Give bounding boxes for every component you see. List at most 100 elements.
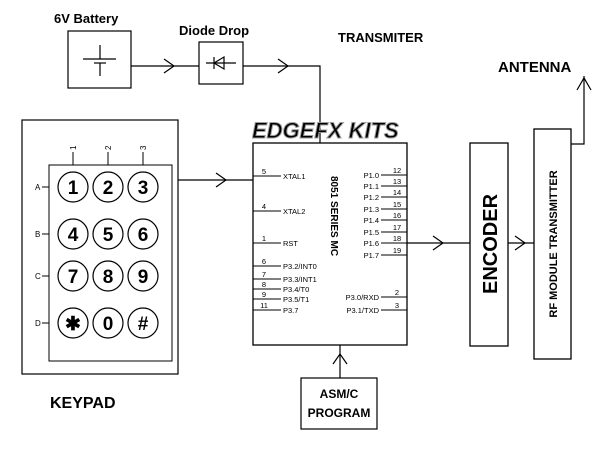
- keypad-key[interactable]: [57, 260, 89, 292]
- keypad-row-label: C: [35, 272, 41, 281]
- keypad-key[interactable]: [127, 260, 159, 292]
- program-box: [300, 377, 378, 430]
- keypad-key[interactable]: [92, 218, 124, 250]
- mc-pin-number: 3: [395, 301, 399, 310]
- mc-chip: [252, 142, 408, 346]
- antenna-icon: [576, 76, 592, 91]
- transmitter-title: TRANSMITER: [338, 30, 424, 45]
- diode-icon: [206, 55, 236, 71]
- keypad-key-label: 5: [103, 225, 114, 246]
- keypad-outline: [21, 119, 179, 375]
- mc-pin-name: P3.7: [283, 306, 298, 315]
- mc-pin-name: XTAL2: [283, 207, 305, 216]
- arrow-icon: [432, 235, 445, 251]
- wire-diode-mc: [243, 65, 321, 143]
- keypad-row-label: D: [35, 319, 41, 328]
- mc-pin-name: P1.3: [364, 205, 379, 214]
- battery-label: 6V Battery: [54, 11, 119, 26]
- mc-pin-name: P3.1/TXD: [346, 306, 379, 315]
- mc-pin-name: P3.5/T1: [283, 295, 309, 304]
- keypad-row-label: B: [35, 230, 40, 239]
- mc-right-pins: 12P1.013P1.114P1.215P1.316P1.417P1.518P1…: [346, 166, 407, 315]
- mc-pin-number: 6: [262, 257, 266, 266]
- diode-box: [198, 41, 244, 85]
- arrow-icon: [514, 235, 527, 251]
- arrow-icon: [277, 58, 290, 74]
- mc-pin-number: 11: [260, 301, 268, 310]
- antenna-label: ANTENNA: [498, 59, 571, 76]
- mc-pin-name: P1.5: [364, 228, 379, 237]
- arrow-icon: [215, 172, 228, 188]
- mc-pin-number: 19: [393, 246, 401, 255]
- keypad-key-label: 8: [103, 267, 114, 288]
- keypad-key[interactable]: [57, 171, 89, 203]
- mc-pin-name: P3.3/INT1: [283, 275, 317, 284]
- keypad-key-label: 7: [68, 267, 79, 288]
- keypad-key[interactable]: [127, 218, 159, 250]
- watermark: EDGEFX KITS: [252, 118, 399, 143]
- battery-icon: [83, 45, 116, 76]
- mc-pin-name: XTAL1: [283, 172, 305, 181]
- mc-pin-number: 4: [262, 202, 266, 211]
- keypad-key[interactable]: [127, 171, 159, 203]
- mc-pin-name: P3.0/RXD: [346, 293, 380, 302]
- encoder-label: ENCODER: [480, 193, 502, 294]
- mc-pin-number: 5: [262, 167, 266, 176]
- keypad-keys: 1 2 3 4 5 6 7 8 9 ✱ 0 #: [57, 171, 159, 339]
- program-label-line1: ASM/C: [320, 387, 359, 401]
- mc-pin-name: P1.7: [364, 251, 379, 260]
- keypad-label: KEYPAD: [50, 395, 116, 412]
- mc-pin-number: 2: [395, 288, 399, 297]
- mc-pin-name: RST: [283, 239, 298, 248]
- mc-pin-number: 13: [393, 177, 401, 186]
- mc-pin-number: 15: [393, 200, 401, 209]
- mc-pin-name: P3.2/INT0: [283, 262, 317, 271]
- mc-pin-number: 17: [393, 223, 401, 232]
- mc-pin-number: 12: [393, 166, 401, 175]
- rf-module-box: [533, 128, 572, 360]
- rf-module-label: RF MODULE TRANSMITTER: [548, 170, 560, 317]
- mc-pin-name: P1.4: [364, 216, 379, 225]
- keypad-key[interactable]: [57, 307, 89, 339]
- keypad-key[interactable]: [127, 307, 159, 339]
- arrow-icon: [332, 352, 348, 365]
- mc-pin-name: P1.1: [364, 182, 379, 191]
- keypad-key[interactable]: [92, 171, 124, 203]
- keypad-key-label: ✱: [65, 314, 81, 335]
- mc-pin-number: 1: [262, 234, 266, 243]
- arrow-icon: [163, 58, 176, 74]
- keypad-row-label: A: [35, 183, 41, 192]
- mc-pin-number: 8: [262, 280, 266, 289]
- mc-title: 8051 SERIES MC: [328, 176, 339, 256]
- keypad-key-label: #: [138, 314, 149, 335]
- keypad-key-label: 1: [68, 178, 79, 199]
- keypad-column-label: 3: [139, 145, 148, 150]
- keypad-column-label: 2: [104, 145, 113, 150]
- keypad-key-label: 0: [103, 314, 114, 335]
- keypad-key-label: 2: [103, 178, 114, 199]
- keypad-key-label: 6: [138, 225, 149, 246]
- keypad-key-label: 4: [68, 225, 79, 246]
- keypad-row-labels: A B C D: [35, 183, 49, 328]
- diode-label: Diode Drop: [179, 23, 249, 38]
- mc-pin-number: 9: [262, 290, 266, 299]
- wire-rf-antenna: [571, 76, 585, 145]
- keypad-key-label: 9: [138, 267, 149, 288]
- encoder-box: [469, 142, 509, 347]
- program-label-line2: PROGRAM: [308, 406, 371, 420]
- mc-pin-number: 16: [393, 211, 401, 220]
- keypad-key-area: [48, 164, 173, 362]
- keypad-key-label: 3: [138, 178, 149, 199]
- keypad-key[interactable]: [92, 307, 124, 339]
- battery-box: [67, 30, 132, 89]
- keypad-key[interactable]: [57, 218, 89, 250]
- mc-pin-number: 7: [262, 270, 266, 279]
- mc-pin-number: 14: [393, 188, 401, 197]
- keypad-key[interactable]: [92, 260, 124, 292]
- mc-pin-name: P3.4/T0: [283, 285, 309, 294]
- mc-pin-name: P1.6: [364, 239, 379, 248]
